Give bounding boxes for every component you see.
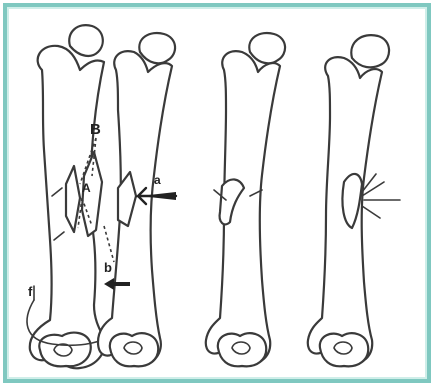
label-f: f	[28, 284, 33, 299]
label-a: A	[82, 181, 91, 195]
femur-2-condyles	[110, 333, 158, 366]
label-lower-b-pointer	[104, 226, 114, 262]
femur-1-head	[69, 25, 103, 56]
femur-2-outline	[98, 51, 172, 366]
femur-3-head	[249, 33, 285, 63]
femur-1-condyles	[39, 333, 90, 367]
femur-4	[308, 35, 400, 366]
label-lower-a: a	[154, 173, 161, 187]
femur-4-head	[351, 35, 389, 67]
femur-3-condyles	[218, 333, 266, 366]
femur-4-spurs	[362, 174, 400, 218]
label-upper-b: B	[90, 121, 101, 138]
femur-4-condyles	[320, 333, 368, 366]
label-lower-b: b	[104, 260, 112, 275]
femur-2	[98, 33, 175, 366]
femur-2-head	[139, 33, 175, 63]
femur-3-outline	[206, 51, 280, 364]
femur-1	[30, 25, 105, 368]
force-arrow-a-icon	[138, 188, 176, 204]
femur-3	[206, 33, 285, 366]
